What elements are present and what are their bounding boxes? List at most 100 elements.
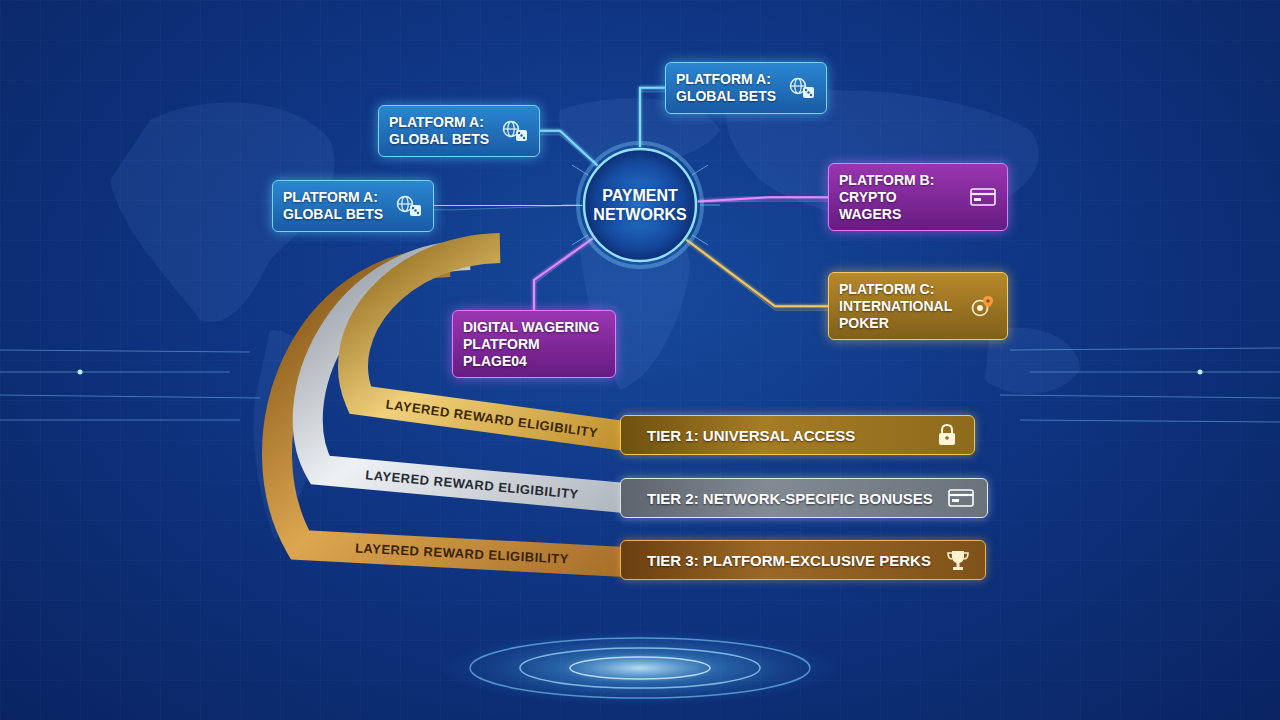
circle-part [986, 299, 990, 303]
platform-box: DIGITAL WAGERING PLATFORM PLAGE04 [452, 310, 616, 378]
tier-bar: TIER 2: NETWORK-SPECIFIC BONUSES [620, 478, 988, 518]
line-part [504, 128, 519, 129]
fiber-strand [686, 240, 828, 310]
path-part [942, 425, 952, 433]
circle-part [412, 207, 414, 209]
node-label: PLATFORM B: CRYPTO WAGERS [839, 172, 961, 222]
circle-part [523, 137, 525, 139]
rect-part [939, 433, 955, 445]
circle-part [520, 134, 522, 136]
line-part [645, 266, 646, 655]
fiber-strand [434, 205, 582, 210]
rect-part [949, 490, 973, 506]
circle-part [810, 94, 812, 96]
circle-part [945, 436, 949, 440]
rect-part [956, 563, 959, 567]
hub-circle-shape [582, 147, 698, 263]
node-label: PAYMENT NETWORKS [588, 186, 692, 224]
line-part [791, 85, 806, 86]
fiber-strand [534, 239, 593, 315]
line-part [971, 193, 995, 195]
rect-part [971, 189, 995, 205]
platform-box: PLATFORM A: GLOBAL BETS [378, 105, 540, 157]
line-part [1020, 420, 1280, 422]
line-part [639, 266, 640, 660]
line-part [1030, 372, 1280, 373]
card2-icon [947, 485, 975, 511]
line-part [0, 420, 240, 421]
line-part [651, 266, 652, 650]
node-label: PLATFORM A: GLOBAL BETS [389, 114, 493, 148]
line-part [627, 266, 628, 650]
path-part [952, 551, 964, 563]
card-icon [969, 184, 997, 210]
fiber-strand [540, 135, 597, 166]
tier-bar: TIER 3: PLATFORM-EXCLUSIVE PERKS [620, 540, 986, 580]
platform-box: PLATFORM A: GLOBAL BETS [665, 62, 827, 114]
connector-line [534, 239, 593, 311]
node-label: TIER 3: PLATFORM-EXCLUSIVE PERKS [647, 552, 931, 569]
rect-part [953, 567, 963, 570]
circle-part [518, 132, 520, 134]
node-label: TIER 2: NETWORK-SPECIFIC BONUSES [647, 490, 933, 507]
line-part [0, 350, 250, 352]
ribbon-label: LAYERED REWARD ELIGIBILITY [365, 467, 580, 502]
ribbon-label: LAYERED REWARD ELIGIBILITY [385, 396, 599, 440]
light-beam [628, 266, 652, 660]
line-part [1000, 395, 1280, 398]
connector-line [698, 197, 828, 201]
line-part [0, 372, 230, 373]
line-part [949, 494, 973, 496]
path-part [277, 262, 625, 562]
line-part [633, 266, 634, 655]
ellipse-part [570, 657, 710, 679]
rect-part [803, 87, 814, 98]
circle-part [417, 212, 419, 214]
circle-part [977, 305, 983, 311]
platform-box: PLATFORM A: GLOBAL BETS [272, 180, 434, 232]
path-part [983, 296, 993, 308]
world-map [110, 90, 1080, 540]
globe-icon [395, 193, 423, 219]
pin-icon [969, 293, 997, 319]
circle-part [414, 209, 416, 211]
circle-part [805, 89, 807, 91]
trophy-icon [945, 547, 973, 573]
circle-part [78, 370, 83, 375]
path-part [948, 553, 968, 559]
connector-line [540, 131, 597, 166]
fiber-strand [698, 201, 828, 202]
line-part [398, 203, 413, 204]
rect-part [952, 499, 959, 502]
platform-box: PLATFORM C: INTERNATIONAL POKER [828, 272, 1008, 340]
pedestal [440, 630, 840, 706]
tier-bar: TIER 1: UNIVERSAL ACCESS [620, 415, 975, 455]
line-part [1010, 348, 1280, 350]
rect-part [516, 130, 527, 141]
ellipse-part [440, 630, 840, 706]
globe-icon [501, 118, 529, 144]
hub-disc [584, 149, 696, 261]
circle-part [1198, 370, 1203, 375]
node-label: PLATFORM C: INTERNATIONAL POKER [839, 281, 961, 331]
platform-box: PLATFORM B: CRYPTO WAGERS [828, 163, 1008, 231]
node-label: DIGITAL WAGERING PLATFORM PLAGE04 [463, 319, 605, 369]
lock-icon [934, 422, 962, 448]
node-label: TIER 1: UNIVERSAL ACCESS [647, 427, 855, 444]
node-label: PLATFORM A: GLOBAL BETS [283, 189, 387, 223]
ellipse-part [470, 638, 810, 698]
line-part [0, 395, 260, 398]
globe-icon [788, 75, 816, 101]
ellipse-part [520, 648, 760, 688]
hub-halo [578, 143, 702, 267]
circle-part [807, 91, 809, 93]
ribbon-label: LAYERED REWARD ELIGIBILITY [355, 540, 570, 566]
rect-part [410, 205, 421, 216]
rect-part [974, 198, 981, 201]
reward-ribbons [277, 248, 625, 562]
fiber-strand [640, 92, 665, 147]
